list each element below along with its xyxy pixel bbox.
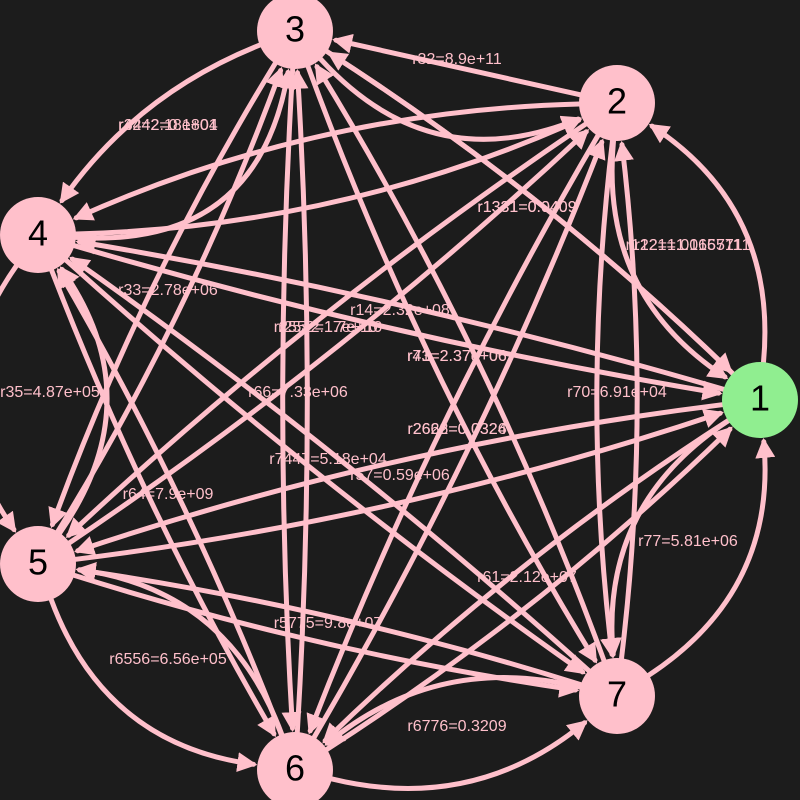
edge-2-to-7	[594, 138, 621, 659]
edge-2-to-3	[332, 33, 583, 98]
edge-label: r57=0.59e+06	[350, 467, 450, 484]
edge-3-to-4	[59, 42, 263, 204]
edge-3-to-2	[318, 56, 582, 142]
edge-5-to-7	[71, 572, 580, 698]
edge-6-to-1	[324, 426, 733, 752]
edge-label: r35=4.87e+05	[0, 384, 100, 401]
edge-label: r61=2.12e+07	[477, 569, 577, 586]
edge-6-to-3	[288, 68, 310, 735]
edge-label: r1331=0.0409	[477, 199, 576, 216]
edge-label: r32=8.9e+11	[412, 51, 502, 68]
edge-label: r64=7.9e+09	[123, 486, 214, 503]
edge-2-to-6	[306, 133, 601, 735]
node-6-circle	[257, 732, 333, 800]
node-4-label: 4	[28, 213, 48, 254]
edge-label: r2662=0.0324	[407, 421, 506, 438]
edge-7-to-6	[324, 675, 583, 746]
edge-5-to-3	[55, 66, 285, 535]
edge-1-to-6	[322, 418, 731, 744]
node-3-circle	[257, 0, 333, 69]
edge-7-to-5	[75, 562, 584, 688]
node-7-label: 7	[607, 674, 627, 715]
edge-5-to-6	[48, 597, 258, 773]
edge-label: r12=1.0165711	[635, 237, 742, 254]
node-2-label: 2	[607, 81, 627, 122]
edges-group	[0, 33, 776, 791]
edge-label: r1331=0.0409	[477, 199, 576, 216]
edge-6-to-4	[56, 267, 284, 737]
node-4-circle	[0, 197, 76, 273]
edge-3-to-1	[324, 49, 733, 374]
edge-1-to-2	[648, 123, 768, 365]
node-7-circle	[579, 658, 655, 734]
edge-2-to-4	[72, 101, 582, 221]
edge-label: r41=2.37e+06	[407, 348, 507, 365]
edge-label: r25=2.17e+10	[278, 319, 378, 336]
edge-label: r33=2.78e+06	[118, 282, 218, 299]
node-3-label: 3	[285, 9, 305, 50]
node-5: 5	[0, 526, 76, 602]
edge-label: r77=5.81e+06	[638, 533, 738, 550]
edge-3-to-5	[48, 60, 278, 529]
node-1-label: 1	[750, 378, 770, 419]
node-7: 7	[579, 658, 655, 734]
edge-label: r2626=0.0326	[407, 421, 506, 438]
node-2-circle	[579, 65, 655, 141]
edge-4-to-3	[73, 68, 296, 241]
edge-4-to-1	[72, 243, 723, 401]
edge-label: r3442=0.1801	[118, 117, 217, 134]
edge-label: r5775=9.8e+07	[274, 615, 383, 632]
node-3: 3	[257, 0, 333, 69]
node-1: 1	[722, 362, 798, 438]
edge-label: r14=2.32e+08	[350, 302, 450, 319]
edge-7-to-1	[646, 437, 776, 678]
node-2: 2	[579, 65, 655, 141]
edge-4-to-7	[63, 257, 586, 675]
edge-7-to-2	[613, 140, 640, 661]
edge-label: r6556=6.56e+05	[109, 651, 227, 668]
node-6-label: 6	[285, 748, 305, 789]
edge-5-to-1	[73, 408, 724, 562]
edge-label: r70=6.91e+04	[567, 384, 667, 401]
node-1-circle	[722, 362, 798, 438]
edge-6-to-2	[311, 138, 606, 740]
edge-label: r2552=1.7e+10	[274, 319, 383, 336]
node-4: 4	[0, 197, 76, 273]
edge-label: r73=2.37e+06	[407, 348, 507, 365]
node-5-circle	[0, 526, 76, 602]
edge-label: r6776=0.3209	[407, 718, 506, 735]
edge-label: r7447=5.18e+04	[269, 451, 387, 468]
edge-3-to-7	[305, 64, 598, 664]
node-5-label: 5	[28, 542, 48, 583]
edge-6-to-7	[329, 720, 588, 791]
edge-4-to-6	[49, 268, 277, 738]
edge-label: r42=2.18e+04	[118, 117, 218, 134]
edge-4-to-2	[73, 117, 583, 237]
edge-label: r66=7.33e+06	[248, 384, 348, 401]
node-6: 6	[257, 732, 333, 800]
edge-7-to-3	[314, 63, 607, 663]
edge-7-to-4	[69, 256, 592, 674]
edge-1-to-5	[74, 402, 725, 556]
edge-label: r1221=1.0165711	[626, 237, 751, 254]
edge-1-to-4	[75, 234, 726, 392]
